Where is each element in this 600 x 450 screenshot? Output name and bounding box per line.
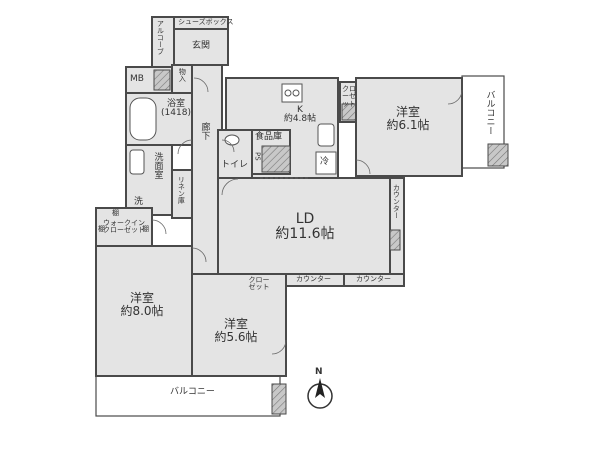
counter-east-hatch: [389, 229, 401, 251]
bath-size: (1418): [161, 108, 191, 119]
door-arc: [177, 139, 193, 155]
sink: [317, 123, 335, 147]
door-arc: [221, 178, 239, 196]
western-ne-size: 約6.1帖: [386, 117, 430, 132]
western-s-name: 洋室: [223, 317, 248, 331]
western-s-size: 約5.6帖: [214, 329, 258, 344]
counter-south-label-1: カウンター: [296, 275, 331, 283]
door-arc: [221, 139, 235, 153]
fridge-label: 冷: [320, 157, 330, 167]
ld-size: 約11.6帖: [275, 225, 335, 242]
western-ne-label: 洋室 約6.1帖: [380, 106, 436, 131]
kitchen-name: K: [297, 105, 303, 115]
corridor-label: 廊下: [199, 122, 210, 140]
door-arc: [355, 159, 371, 175]
ps-label: PS: [253, 152, 262, 161]
counter-east-label: カウンター: [392, 184, 401, 219]
washroom-label: 洗面室: [152, 152, 163, 179]
western-w-label: 洋室 約8.0帖: [114, 292, 170, 317]
western-ne-name: 洋室: [395, 105, 420, 119]
kitchen-size: 約4.8帖: [283, 114, 317, 125]
counter-south-label-2: カウンター: [356, 275, 391, 283]
entrance-label: 玄関: [192, 41, 211, 51]
western-s-area: [191, 273, 287, 377]
western-w-name: 洋室: [129, 291, 154, 305]
balcony-south-wall: [271, 383, 287, 415]
ld-label: LD 約11.6帖: [270, 212, 340, 241]
bath-name: 浴室: [166, 99, 185, 109]
western-ne-area: [355, 77, 463, 177]
burner: [284, 89, 292, 97]
door-arc: [191, 247, 207, 263]
shoebox-label: シューズボックス: [178, 18, 234, 26]
balcony-south-label: バルコニー: [170, 387, 215, 397]
wic-area: [95, 207, 153, 247]
balcony-east-wall: [487, 143, 509, 167]
door-arc: [447, 89, 463, 105]
mb-hatch: [153, 69, 171, 91]
closet-ne-label: クローゼット: [342, 85, 356, 108]
toilet-bowl: [224, 134, 240, 146]
compass-north-label: N: [315, 367, 323, 377]
linen-label: リネン庫: [177, 176, 186, 204]
toilet-label: トイレ: [221, 160, 249, 170]
kitchen-label: K 約4.8帖: [280, 105, 320, 125]
pantry-hatch: [261, 145, 291, 173]
stove: [281, 83, 303, 103]
shelf-label-2: 棚: [98, 225, 105, 233]
bath-label: 浴室 (1418): [158, 99, 194, 119]
fridge-space: [315, 151, 337, 175]
washer-label: 洗: [134, 197, 144, 207]
burner: [292, 89, 300, 97]
door-arc: [193, 77, 209, 93]
western-w-area: [95, 245, 193, 377]
door-arc: [271, 339, 287, 355]
wic-label: ウォークインクローゼット: [103, 219, 145, 235]
shelf-label-3: 棚: [142, 225, 149, 233]
western-s-label: 洋室 約5.6帖: [208, 318, 264, 343]
wash-basin: [129, 149, 145, 175]
counter-south-area-2: [343, 273, 405, 287]
linen-area: [171, 169, 193, 219]
door-arc: [151, 219, 167, 235]
western-w-size: 約8.0帖: [120, 303, 164, 318]
compass-needle: [315, 378, 325, 398]
closet-south-label: クローゼット: [248, 276, 270, 292]
alcove-label: アルコーブ: [156, 20, 165, 55]
storage-label: 物入: [178, 68, 187, 82]
mb-label: MB: [130, 74, 144, 84]
pantry-label: 食品庫: [255, 132, 283, 142]
balcony-east-label: バルコニー: [484, 90, 495, 135]
balcony-south-area: [95, 375, 281, 417]
ld-name: LD: [295, 211, 315, 227]
bathtub: [129, 97, 157, 141]
shelf-label-1: 棚: [112, 209, 119, 217]
